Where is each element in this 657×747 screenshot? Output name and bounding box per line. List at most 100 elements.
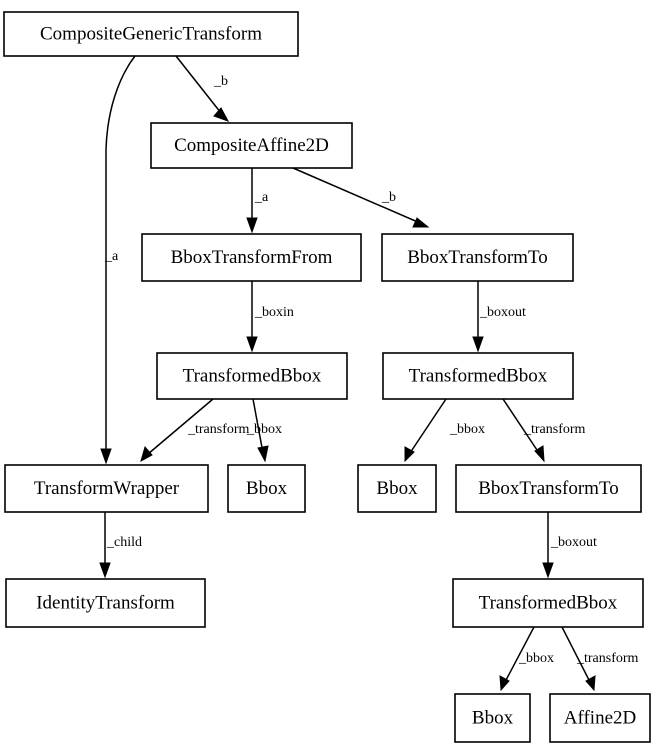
graph-node[interactable]: CompositeAffine2D [150, 122, 353, 169]
graph-edge [561, 626, 596, 692]
node-box[interactable] [381, 233, 574, 282]
node-box[interactable] [156, 352, 348, 400]
edge-line [147, 398, 214, 455]
node-label: BboxTransformTo [407, 247, 547, 268]
edge-line [292, 167, 421, 224]
edge-label-group: _b [213, 74, 228, 89]
edge-label: _boxin [254, 305, 294, 320]
node-box[interactable] [150, 122, 353, 169]
edge-label: _transform [576, 651, 639, 666]
graph-node[interactable]: BboxTransformTo [381, 233, 574, 282]
graph-edge [292, 167, 430, 228]
edge-line [409, 398, 447, 454]
arrowhead-icon [404, 446, 415, 463]
edge-label-group: _boxout [550, 535, 597, 550]
node-box[interactable] [4, 464, 209, 513]
node-box[interactable] [454, 693, 531, 743]
arrowhead-icon [140, 445, 153, 463]
edge-line [252, 398, 264, 454]
edge-label: _boxout [479, 305, 526, 320]
node-box[interactable] [452, 578, 644, 628]
node-label: Bbox [246, 478, 288, 499]
graph-edge [252, 398, 269, 463]
node-label: IdentityTransform [36, 592, 175, 613]
edge-label-group: _transform [576, 651, 639, 666]
edge-label: _bbox [246, 422, 282, 437]
graph-node[interactable]: Bbox [357, 464, 437, 513]
node-label: Bbox [472, 707, 514, 728]
graph-edge [246, 281, 258, 353]
node-box[interactable] [5, 578, 206, 628]
edge-label: _boxout [550, 535, 597, 550]
node-box[interactable] [455, 464, 642, 513]
graph-node[interactable]: CompositeGenericTransform [3, 11, 299, 57]
node-box[interactable] [357, 464, 437, 513]
edge-label-group: _bbox [449, 422, 485, 437]
graph-edge [499, 626, 535, 692]
node-box[interactable] [382, 352, 574, 400]
arrowhead-icon [213, 107, 230, 122]
node-box[interactable] [227, 464, 306, 513]
graph-node[interactable]: Bbox [227, 464, 306, 513]
edge-label: _bbox [518, 651, 554, 666]
node-label: CompositeGenericTransform [40, 23, 262, 44]
graph-node[interactable]: TransformedBbox [156, 352, 348, 400]
edge-label-group: _b [381, 190, 396, 205]
edge-label: _a [254, 190, 269, 205]
graph-node[interactable]: Bbox [454, 693, 531, 743]
graph-edge [175, 55, 230, 122]
edge-label-group: _bbox [518, 651, 554, 666]
edge-line [561, 626, 591, 683]
arrowhead-icon [246, 217, 258, 234]
edge-line [175, 55, 222, 114]
graph-node[interactable]: IdentityTransform [5, 578, 206, 628]
edge-line [504, 626, 535, 683]
arrowhead-icon [412, 217, 430, 228]
node-box[interactable] [549, 693, 651, 743]
edge-label-group: _bbox [246, 422, 282, 437]
graph-node[interactable]: Affine2D [549, 693, 651, 743]
arrowhead-icon [100, 448, 112, 465]
graph-node[interactable]: BboxTransformFrom [141, 233, 362, 282]
node-label: TransformedBbox [409, 365, 548, 386]
arrowhead-icon [472, 336, 484, 353]
graph-edge [100, 55, 136, 465]
node-box[interactable] [141, 233, 362, 282]
node-label: CompositeAffine2D [174, 135, 329, 156]
edge-label: _transform [523, 422, 586, 437]
graph-edge [246, 168, 258, 234]
edge-label: _a [104, 249, 119, 264]
arrowhead-icon [99, 562, 111, 579]
edge-labels-layer: _a_b_a_b_boxin_boxout_transform_bbox_bbo… [104, 74, 639, 666]
graph-node[interactable]: BboxTransformTo [455, 464, 642, 513]
node-box[interactable] [3, 11, 299, 57]
graph-node[interactable]: TransformedBbox [382, 352, 574, 400]
edge-label: _b [381, 190, 396, 205]
nodes-layer: CompositeGenericTransformCompositeAffine… [3, 11, 651, 743]
edge-label-group: _boxin [254, 305, 294, 320]
arrowhead-icon [542, 562, 554, 579]
graph-edge [472, 281, 484, 353]
edge-label: _transform [187, 422, 250, 437]
node-label: BboxTransformTo [478, 478, 618, 499]
edge-line [502, 398, 540, 454]
graph-edge [502, 398, 545, 463]
edge-label-group: _boxout [479, 305, 526, 320]
edge-label-group: _transform [523, 422, 586, 437]
arrowhead-icon [585, 675, 596, 692]
edge-label: _b [213, 74, 228, 89]
node-label: TransformWrapper [34, 478, 180, 499]
edge-line [105, 55, 136, 455]
graph-node[interactable]: TransformedBbox [452, 578, 644, 628]
arrowhead-icon [499, 675, 510, 692]
edge-label-group: _a [254, 190, 269, 205]
graph-edge [404, 398, 447, 463]
graph-edge [140, 398, 214, 463]
edge-label: _bbox [449, 422, 485, 437]
node-label: Affine2D [564, 707, 636, 728]
graph-edge [542, 512, 554, 579]
node-label: BboxTransformFrom [171, 247, 333, 268]
edge-label-group: _a [104, 249, 119, 264]
graph-node[interactable]: TransformWrapper [4, 464, 209, 513]
